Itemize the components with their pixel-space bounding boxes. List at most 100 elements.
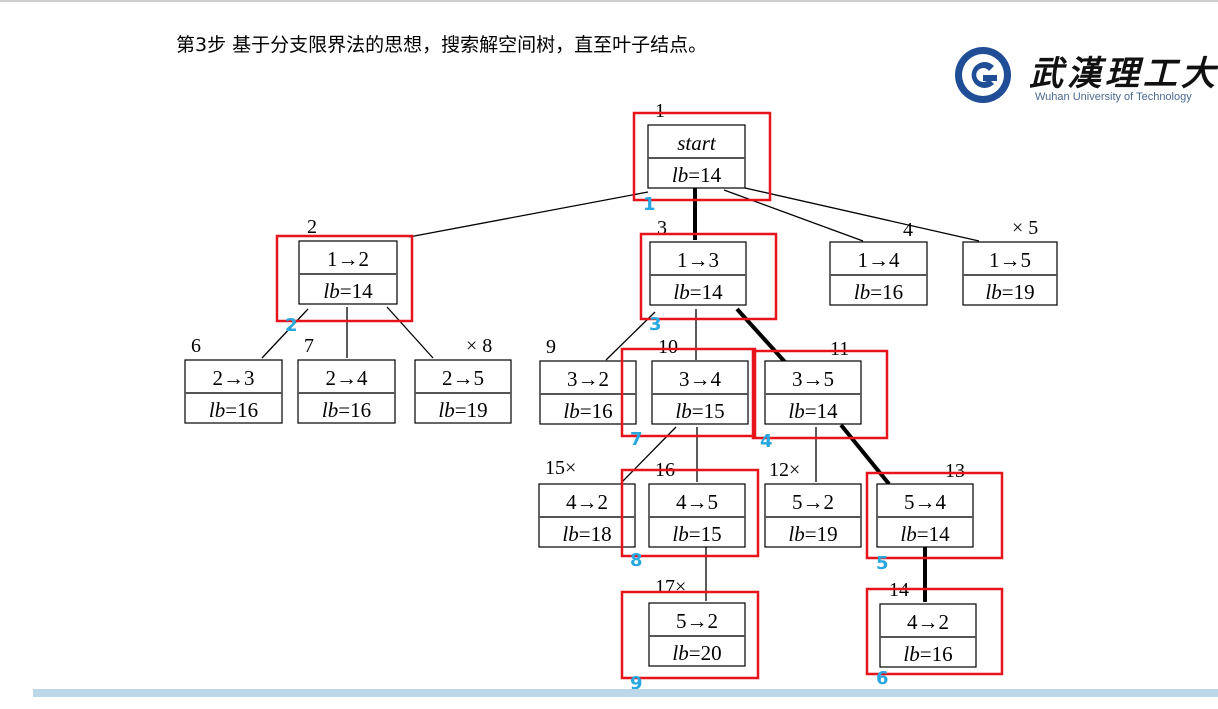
node-box bbox=[184, 359, 283, 424]
node-box bbox=[879, 603, 977, 668]
node-box bbox=[648, 483, 746, 548]
node-box bbox=[651, 360, 749, 425]
highlight-box-node-17 bbox=[620, 590, 760, 680]
node-number-label: 2 bbox=[307, 216, 317, 238]
node-lower-bound: lb=19 bbox=[985, 280, 1034, 304]
node-box bbox=[876, 483, 974, 548]
node-lower-bound: lb=14 bbox=[672, 163, 722, 187]
node-step-text: 5→2 bbox=[676, 609, 718, 633]
tree-node-2: 2 1→2 lb=14 bbox=[298, 216, 398, 305]
node-lower-bound: lb=14 bbox=[673, 280, 723, 304]
highlight-box-node-2 bbox=[275, 234, 414, 323]
highlight-box-node-13 bbox=[865, 471, 1004, 560]
node-step-text: 1→4 bbox=[858, 248, 901, 272]
node-lower-bound: lb=18 bbox=[562, 522, 611, 546]
node-step-text: 3→5 bbox=[792, 367, 834, 391]
node-box bbox=[538, 483, 636, 548]
node-number-label: 17× bbox=[655, 576, 686, 598]
node-number-label: 6 bbox=[191, 335, 201, 357]
tree-node-12: 12× 5→2 lb=19 bbox=[764, 459, 862, 548]
tree-node-5: × 51→5lb=19 bbox=[962, 217, 1058, 306]
search-order-label: 6 bbox=[876, 668, 889, 689]
node-lower-bound: lb=19 bbox=[438, 398, 487, 422]
node-number-label: 10 bbox=[658, 336, 678, 358]
node-step-text: 5→2 bbox=[792, 490, 834, 514]
node-number-label: 12× bbox=[769, 459, 800, 481]
tree-node-6: 6 2→3 lb=16 bbox=[184, 335, 283, 424]
node-step-text: 1→2 bbox=[327, 247, 369, 271]
node-lower-bound: lb=14 bbox=[900, 522, 950, 546]
tree-edge-2-8 bbox=[386, 306, 434, 359]
tree-node-7: 7 2→4 lb=16 bbox=[297, 335, 396, 424]
node-step-text: 4→2 bbox=[907, 610, 949, 634]
tree-node-3: 31→3lb=14 bbox=[649, 217, 747, 306]
node-number-label: 11 bbox=[830, 338, 849, 360]
node-step-text: 3→4 bbox=[679, 367, 722, 391]
tree-edge-1-2 bbox=[408, 191, 649, 238]
tree-edge-1-5 bbox=[744, 187, 980, 242]
node-step-text: 5→4 bbox=[904, 490, 947, 514]
node-lower-bound: lb=16 bbox=[209, 398, 258, 422]
node-step-text: start bbox=[677, 131, 717, 155]
node-lower-bound: lb=16 bbox=[903, 642, 952, 666]
node-lower-bound: lb=16 bbox=[563, 399, 612, 423]
tree-edge-11-13 bbox=[839, 423, 891, 486]
university-emblem-icon bbox=[955, 47, 1011, 103]
node-number-label: 9 bbox=[546, 336, 556, 358]
page-heading: 第3步 基于分支限界法的思想，搜索解空间树，直至叶子结点。 bbox=[176, 34, 708, 56]
node-lower-bound: lb=14 bbox=[323, 279, 373, 303]
node-step-text: 4→5 bbox=[676, 490, 718, 514]
highlight-box-node-1 bbox=[632, 111, 772, 202]
node-box bbox=[829, 241, 928, 306]
search-order-label: 3 bbox=[649, 314, 662, 335]
tree-edge-1-4 bbox=[723, 189, 864, 242]
node-box bbox=[764, 483, 862, 548]
tree-node-9: 9 3→2 lb=16 bbox=[539, 336, 637, 425]
search-order-label: 5 bbox=[876, 553, 889, 574]
tree-node-16: 164→5lb=15 bbox=[648, 459, 746, 548]
search-order-label: 1 bbox=[643, 194, 656, 215]
logo-chinese-name: 武漢理工大學 bbox=[1029, 54, 1218, 94]
node-box bbox=[764, 360, 862, 425]
bottom-accent-bar bbox=[33, 689, 1218, 697]
node-box bbox=[297, 359, 396, 424]
top-divider bbox=[0, 0, 1218, 2]
highlight-box-node-10 bbox=[620, 347, 757, 438]
university-logo: 武漢理工大學 Wuhan University of Technology bbox=[953, 42, 1218, 108]
node-number-label: 7 bbox=[304, 335, 314, 357]
node-box bbox=[649, 241, 747, 306]
logo-english-name: Wuhan University of Technology bbox=[1035, 91, 1192, 103]
node-step-text: 3→2 bbox=[567, 367, 609, 391]
search-order-label: 7 bbox=[630, 429, 643, 450]
node-number-label: 4 bbox=[903, 219, 913, 241]
node-box bbox=[647, 124, 746, 189]
tree-edge-2-6 bbox=[261, 308, 309, 359]
node-step-text: 2→3 bbox=[213, 366, 255, 390]
search-order-label: 8 bbox=[630, 550, 643, 571]
node-step-text: 1→5 bbox=[989, 248, 1031, 272]
node-box bbox=[962, 241, 1058, 306]
node-step-text: 4→2 bbox=[566, 490, 608, 514]
highlight-box-node-14 bbox=[865, 587, 1004, 676]
tree-node-8: × 82→5lb=19 bbox=[414, 335, 512, 424]
highlight-box-node-16 bbox=[620, 468, 760, 558]
node-number-label: 13 bbox=[945, 460, 965, 482]
highlight-box-node-3 bbox=[639, 232, 778, 321]
node-lower-bound: lb=14 bbox=[788, 399, 838, 423]
node-lower-bound: lb=16 bbox=[854, 280, 903, 304]
tree-node-15: 15×4→2lb=18 bbox=[538, 457, 636, 548]
search-order-label: 4 bbox=[760, 431, 773, 452]
node-lower-bound: lb=20 bbox=[672, 641, 721, 665]
node-step-text: 2→4 bbox=[326, 366, 369, 390]
tree-node-13: 13 5→4 lb=14 bbox=[876, 460, 974, 548]
highlight-box-node-11 bbox=[751, 349, 889, 440]
node-number-label: × 8 bbox=[466, 335, 492, 357]
node-number-label: 3 bbox=[657, 217, 667, 239]
node-box bbox=[298, 240, 398, 305]
tree-node-17: 17× 5→2 lb=20 bbox=[648, 576, 746, 667]
node-lower-bound: lb=19 bbox=[788, 522, 837, 546]
node-lower-bound: lb=16 bbox=[322, 398, 371, 422]
tree-nodes: 1startlb=1421→2lb=1431→3lb=1441→4lb=16× … bbox=[184, 100, 1058, 668]
